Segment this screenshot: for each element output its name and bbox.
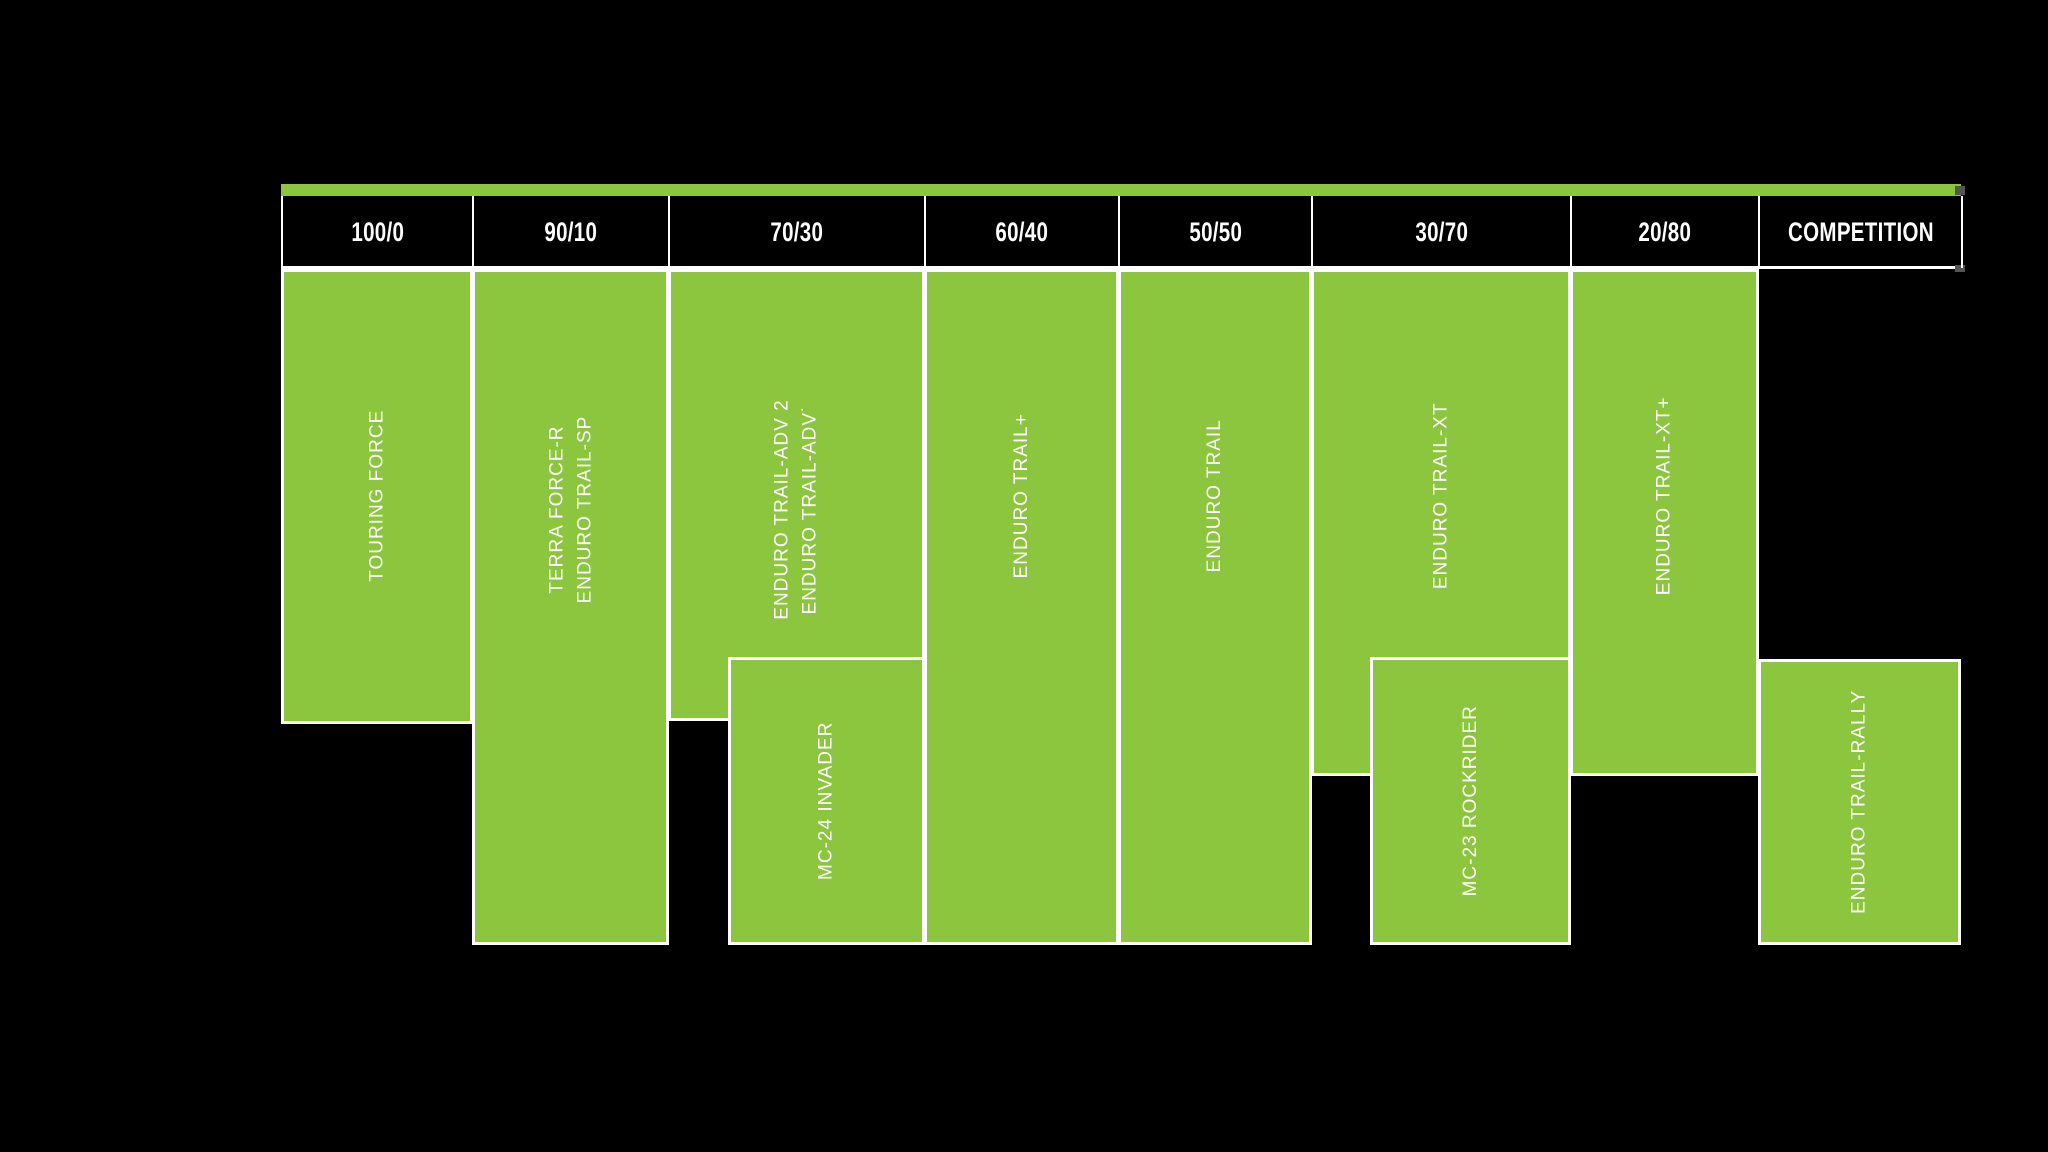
product-block-terra-force-r[interactable]: TERRA FORCE-R ENDURO TRAIL-SP (472, 269, 669, 945)
header-underline-left (281, 266, 1961, 269)
product-block-enduro-trail[interactable]: ENDURO TRAIL (1118, 269, 1312, 945)
header-cell-100-0[interactable]: 100/0 (281, 196, 472, 268)
product-block-label-stack: ENDURO TRAIL-XT (1427, 402, 1455, 589)
product-block-label-stack: TERRA FORCE-R ENDURO TRAIL-SP (543, 416, 598, 604)
header-cell-label: 100/0 (351, 216, 404, 247)
product-block-label-group: MC-23 ROCKRIDER (1373, 660, 1568, 942)
header-cell-competition[interactable]: COMPETITION (1758, 196, 1961, 268)
product-block-mc-24-invader[interactable]: MC-24 INVADER (728, 657, 925, 945)
top-accent-rule (281, 184, 1961, 196)
product-block-label-stack: ENDURO TRAIL-ADV 2 ENDURO TRAIL-ADV˙ (769, 399, 824, 619)
header-cell-label: 60/40 (995, 216, 1049, 247)
product-block-label-group: ENDURO TRAIL-ADV 2 ENDURO TRAIL-ADV˙ (671, 272, 922, 718)
product-block-label-stack: MC-23 ROCKRIDER (1457, 705, 1485, 896)
product-block-label-group: ENDURO TRAIL (1121, 272, 1309, 942)
product-block-enduro-trail-xt-[interactable]: ENDURO TRAIL-XT+ (1570, 269, 1759, 776)
product-label: TERRA FORCE-R (545, 425, 567, 594)
header-cell-30-70[interactable]: 30/70 (1311, 196, 1570, 268)
product-label: ENDURO TRAIL-XT+ (1653, 396, 1675, 596)
product-block-label-group: MC-24 INVADER (731, 660, 922, 942)
header-cell-label: 50/50 (1189, 216, 1242, 247)
product-block-enduro-trail-adv-2[interactable]: ENDURO TRAIL-ADV 2 ENDURO TRAIL-ADV˙ (668, 269, 925, 721)
product-block-label-stack: ENDURO TRAIL (1201, 419, 1229, 572)
header-cell-label: 30/70 (1415, 216, 1468, 247)
product-block-touring-force[interactable]: TOURING FORCE (281, 269, 473, 724)
product-block-mc-23-rockrider[interactable]: MC-23 ROCKRIDER (1370, 657, 1571, 945)
header-cell-70-30[interactable]: 70/30 (668, 196, 924, 268)
product-block-label-stack: ENDURO TRAIL-RALLY (1846, 690, 1874, 914)
header-underline-end-cap (1955, 265, 1965, 272)
product-block-enduro-trail-rally[interactable]: ENDURO TRAIL-RALLY (1758, 659, 1961, 945)
product-label: ENDURO TRAIL+ (1010, 413, 1032, 579)
product-block-label-stack: MC-24 INVADER (813, 722, 841, 880)
product-label: ENDURO TRAIL-SP (573, 415, 595, 604)
product-block-label-stack: ENDURO TRAIL-XT+ (1651, 396, 1679, 595)
product-label: ENDURO TRAIL (1204, 419, 1226, 573)
product-block-label-group: TOURING FORCE (284, 272, 470, 721)
header-cell-label: 70/30 (770, 216, 824, 247)
product-label: MC-24 INVADER (815, 721, 837, 881)
product-block-label-stack: TOURING FORCE (363, 410, 391, 582)
product-block-label-group: ENDURO TRAIL-RALLY (1761, 662, 1958, 942)
product-label: ENDURO TRAIL-ADV 2 (771, 399, 793, 620)
header-cell-label: COMPETITION (1787, 216, 1934, 247)
header-cell-90-10[interactable]: 90/10 (472, 196, 668, 268)
product-label: ENDURO TRAIL-XT (1430, 402, 1452, 590)
header-right-edge (1961, 196, 1963, 268)
product-label: MC-23 ROCKRIDER (1459, 705, 1481, 897)
product-label: ENDURO TRAIL-RALLY (1848, 689, 1870, 915)
header-cell-50-50[interactable]: 50/50 (1118, 196, 1311, 268)
header-cell-label: 90/10 (544, 216, 598, 247)
product-block-enduro-trail-[interactable]: ENDURO TRAIL+ (924, 269, 1119, 945)
header-cell-20-80[interactable]: 20/80 (1570, 196, 1758, 268)
product-block-label-stack: ENDURO TRAIL+ (1008, 413, 1036, 578)
header-cell-60-40[interactable]: 60/40 (924, 196, 1118, 268)
product-label: ENDURO TRAIL-ADV˙ (799, 404, 821, 615)
product-label: TOURING FORCE (366, 409, 388, 582)
product-block-label-group: ENDURO TRAIL+ (927, 272, 1116, 942)
product-block-label-group: TERRA FORCE-R ENDURO TRAIL-SP (475, 272, 666, 942)
header-cell-label: 20/80 (1638, 216, 1692, 247)
product-block-label-group: ENDURO TRAIL-XT+ (1573, 272, 1756, 773)
top-rule-end-cap (1955, 186, 1965, 195)
